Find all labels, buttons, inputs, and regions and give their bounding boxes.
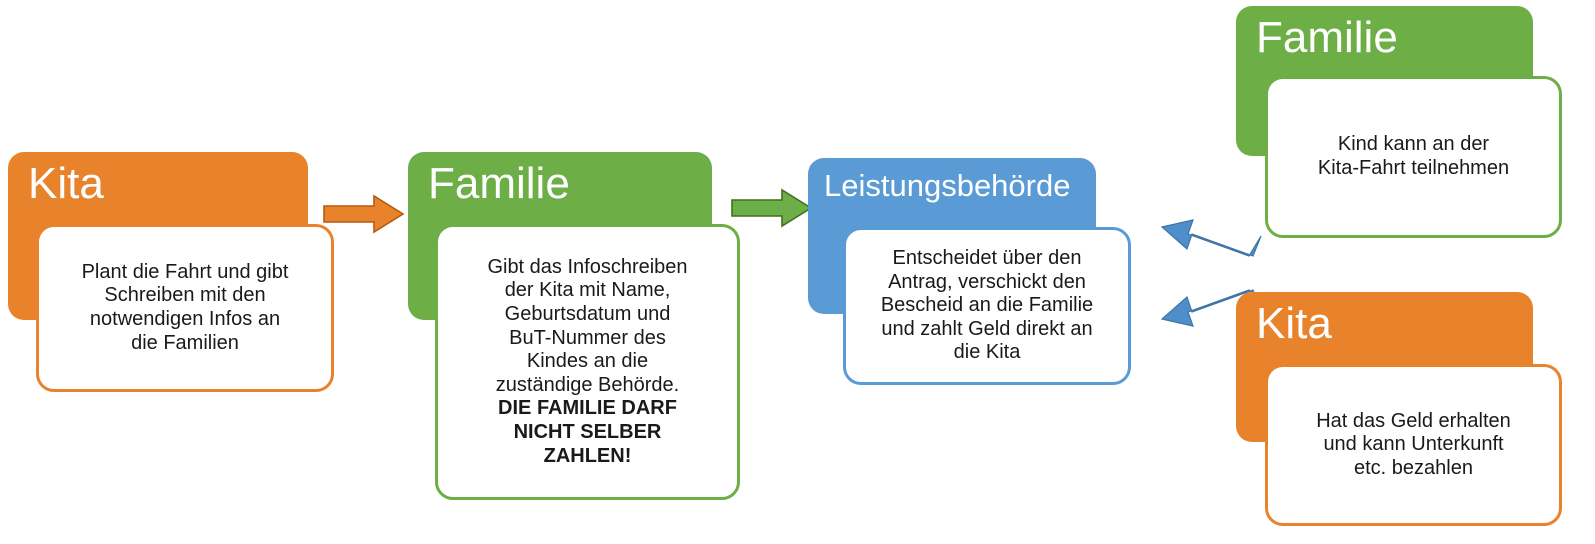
body-line: zuständige Behörde. [495,373,680,396]
node-kita-ergebnis-title: Kita [1256,299,1332,348]
body-emphasis-line: DIE FAMILIE DARF [498,397,677,420]
node-familie-ergebnis-title: Familie [1256,13,1398,62]
node-kita-ergebnis-body: Hat das Geld erhalten und kann Unterkunf… [1265,364,1562,526]
body-line: der Kita mit Name, [504,279,671,302]
arrow-familie-to-behoerde [730,186,814,230]
body-line: die Kita [953,341,1021,364]
body-line: die Familien [131,331,239,354]
body-line: Antrag, verschickt den [888,270,1086,293]
body-line: etc. bezahlen [1354,456,1473,479]
node-leistungsbehoerde-body: Entscheidet über den Antrag, verschickt … [843,227,1131,385]
body-line: BuT-Nummer des [509,326,666,349]
body-line: Plant die Fahrt und gibt [81,260,289,283]
body-emphasis-line: ZAHLEN! [543,444,632,467]
arrow-behoerde-to-kita [1158,288,1268,368]
body-line: Entscheidet über den [892,247,1082,270]
body-line: notwendigen Infos an [89,308,281,330]
body-line: Kita-Fahrt teilnehmen [1317,157,1510,179]
body-emphasis-line: NICHT SELBER [513,420,662,443]
body-line: Kind kann an der [1337,133,1490,156]
node-kita-start-body: Plant die Fahrt und gibt Schreiben mit d… [36,224,334,392]
node-kita-start-title: Kita [28,159,104,208]
body-line: Geburtsdatum und [504,303,671,326]
body-line: Gibt das Infoschreiben [487,255,688,278]
body-line: und zahlt Geld direkt an [881,317,1093,340]
node-leistungsbehoerde-title: Leistungsbehörde [824,168,1071,203]
body-line: Bescheid an die Familie [880,294,1094,317]
node-familie-antrag-title: Familie [428,159,570,208]
body-line: Schreiben mit den [104,284,266,307]
body-line: Kindes an die [526,350,649,373]
body-line: und kann Unterkunft [1323,433,1504,456]
node-familie-antrag-body: Gibt das Infoschreiben der Kita mit Name… [435,224,740,500]
node-familie-ergebnis-body: Kind kann an der Kita-Fahrt teilnehmen [1265,76,1562,238]
arrow-kita-to-familie [322,193,406,237]
body-line: Hat das Geld erhalten [1316,409,1511,432]
arrow-behoerde-to-familie [1158,186,1268,266]
